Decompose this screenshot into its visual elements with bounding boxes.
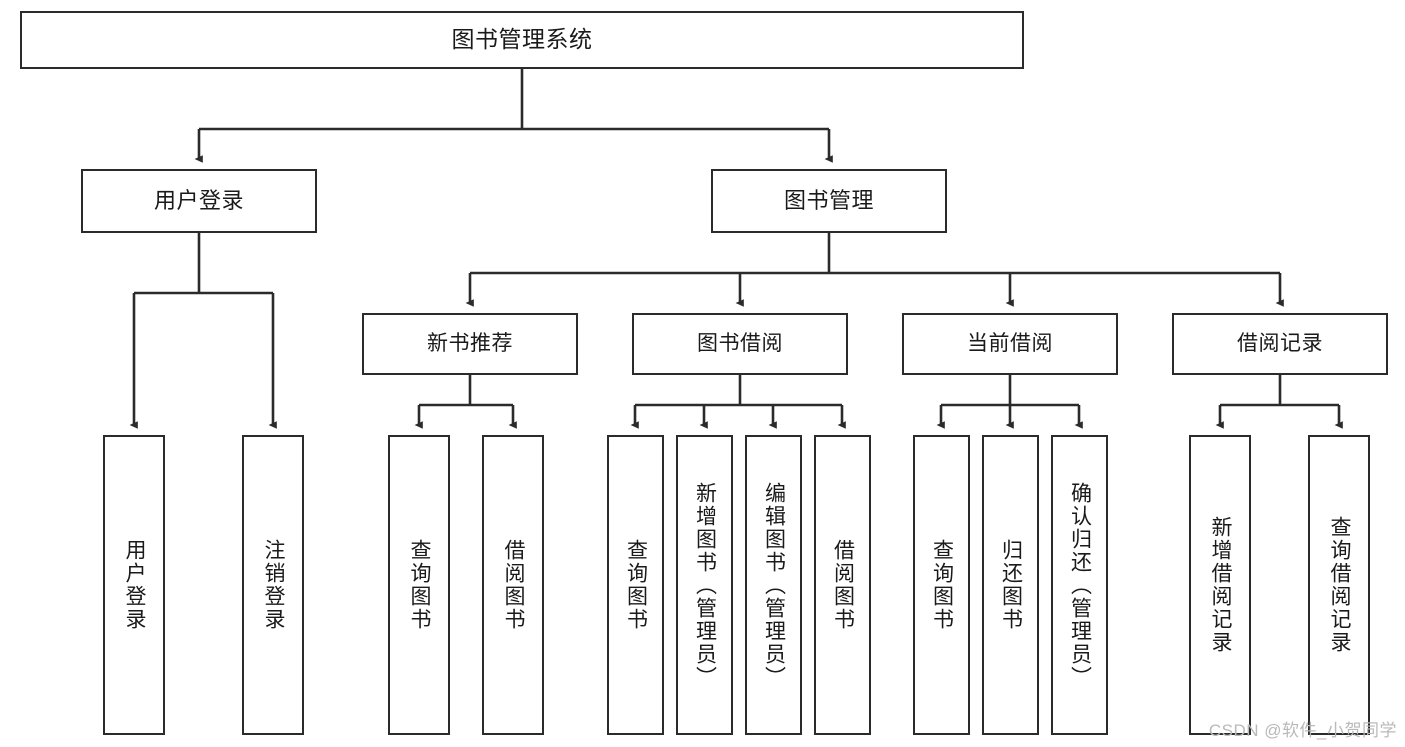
node-label: 查询借阅记录 bbox=[1328, 516, 1352, 654]
node-label: 注销登录 bbox=[262, 539, 286, 631]
node-leaf-return-book[interactable]: 归还图书 bbox=[982, 435, 1039, 735]
node-borrow-record[interactable]: 借阅记录 bbox=[1172, 313, 1388, 375]
node-leaf-user-logout[interactable]: 注销登录 bbox=[242, 435, 304, 735]
node-leaf-query-book-3[interactable]: 查询图书 bbox=[913, 435, 970, 735]
node-book-borrow[interactable]: 图书借阅 bbox=[632, 313, 848, 375]
node-leaf-add-book-admin[interactable]: 新增图书（管理员） bbox=[676, 435, 733, 735]
node-book-management[interactable]: 图书管理 bbox=[711, 169, 947, 233]
node-label: 新增图书（管理员） bbox=[693, 481, 717, 689]
node-label: 新书推荐 bbox=[427, 331, 513, 355]
node-label: 新增借阅记录 bbox=[1209, 516, 1233, 654]
node-label: 查询图书 bbox=[930, 539, 954, 631]
node-leaf-confirm-return-admin[interactable]: 确认归还（管理员） bbox=[1051, 435, 1108, 735]
node-label: 图书借阅 bbox=[697, 331, 783, 355]
node-leaf-borrow-book-1[interactable]: 借阅图书 bbox=[482, 435, 544, 735]
node-label: 查询图书 bbox=[624, 539, 648, 631]
node-leaf-user-login[interactable]: 用户登录 bbox=[103, 435, 165, 735]
node-label: 图书管理系统 bbox=[451, 26, 593, 53]
node-label: 当前借阅 bbox=[967, 331, 1053, 355]
node-label: 借阅图书 bbox=[831, 539, 855, 631]
node-root[interactable]: 图书管理系统 bbox=[20, 11, 1024, 69]
node-leaf-add-borrow-record[interactable]: 新增借阅记录 bbox=[1189, 435, 1251, 735]
node-leaf-edit-book-admin[interactable]: 编辑图书（管理员） bbox=[745, 435, 802, 735]
node-label: 借阅图书 bbox=[502, 539, 526, 631]
node-leaf-borrow-book-2[interactable]: 借阅图书 bbox=[814, 435, 871, 735]
node-label: 用户登录 bbox=[123, 539, 147, 631]
node-label: 用户登录 bbox=[153, 188, 244, 214]
watermark: CSDN @软件_小贺同学 bbox=[1208, 721, 1397, 740]
node-label: 借阅记录 bbox=[1237, 331, 1323, 355]
node-user-login[interactable]: 用户登录 bbox=[81, 169, 317, 233]
node-leaf-query-book-2[interactable]: 查询图书 bbox=[607, 435, 664, 735]
node-label: 归还图书 bbox=[999, 539, 1023, 631]
node-current-borrow[interactable]: 当前借阅 bbox=[902, 313, 1118, 375]
node-new-book-recommend[interactable]: 新书推荐 bbox=[362, 313, 578, 375]
node-label: 确认归还（管理员） bbox=[1068, 481, 1092, 689]
node-label: 查询图书 bbox=[408, 539, 432, 631]
node-label: 图书管理 bbox=[783, 188, 874, 214]
node-leaf-query-borrow-record[interactable]: 查询借阅记录 bbox=[1308, 435, 1370, 735]
node-leaf-query-book-1[interactable]: 查询图书 bbox=[388, 435, 450, 735]
node-label: 编辑图书（管理员） bbox=[762, 481, 786, 689]
